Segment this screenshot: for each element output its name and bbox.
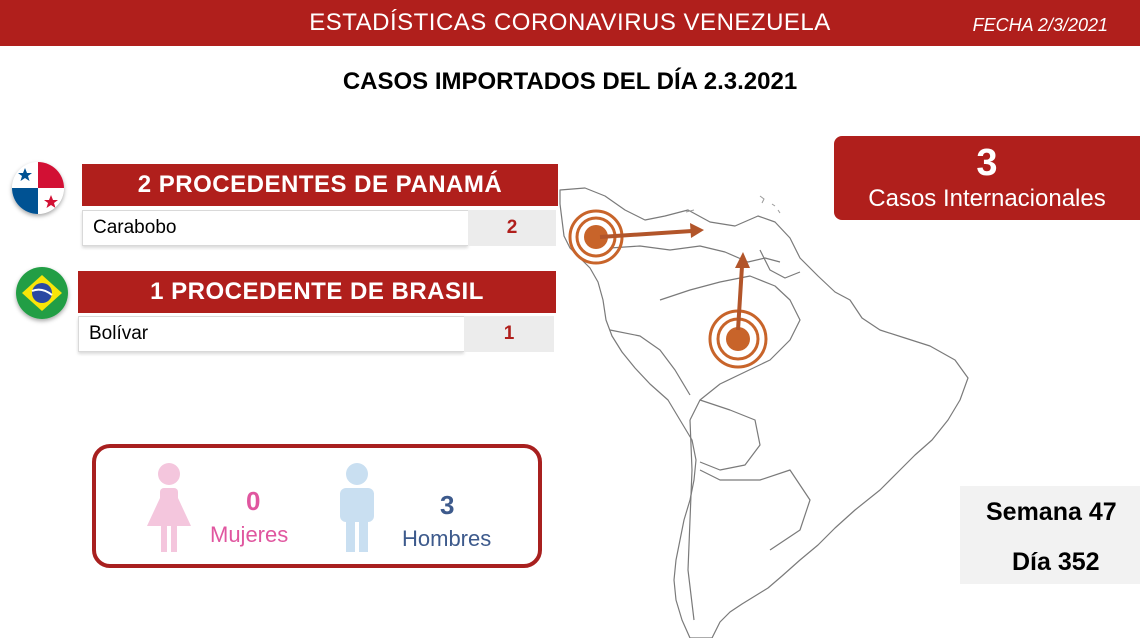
state-count: 2 [468,210,556,246]
bolivia-border [699,399,761,471]
chile-border [687,419,695,621]
gender-breakdown-box: 0 Mujeres 3 Hombres [92,444,542,568]
continent-outline [559,187,969,638]
week-label: Semana 47 [986,498,1117,526]
international-count: 3 [976,142,998,184]
caribbean-island [759,195,765,204]
men-label: Hombres [402,526,492,551]
top-bar: ESTADÍSTICAS CORONAVIRUS VENEZUELA FECHA… [0,0,1140,46]
subtitle: CASOS IMPORTADOS DEL DÍA 2.3.2021 [342,68,798,95]
panama-flag-icon [12,162,64,214]
arrow-brazil-to-venezuela [735,252,750,331]
arrow-panama-to-venezuela [599,223,704,239]
state-name: Bolívar [78,316,464,352]
brazil-flag-icon [16,267,68,319]
male-icon [340,463,374,552]
female-icon [147,463,191,552]
caribbean-island [777,209,781,214]
caribbean-island [685,209,695,213]
page-title: ESTADÍSTICAS CORONAVIRUS VENEZUELA [309,9,831,36]
caribbean-island [771,203,776,207]
brazil-origin-marker [708,309,768,369]
origin-header-brazil: 1 PROCEDENTE DE BRASIL [78,271,556,313]
peru-border [609,329,691,396]
brazil-border [659,275,801,421]
venezuela-border [609,245,781,263]
women-label: Mujeres [210,522,289,547]
origin-header-panama: 2 PROCEDENTES DE PANAMÁ [82,164,558,206]
guyana-border [759,249,801,279]
argentina-border [699,469,811,551]
table-row: Carabobo 2 [82,210,556,246]
international-label: Casos Internacionales [868,185,1106,212]
day-label: Día 352 [1012,548,1100,576]
week-day-box: Semana 47 Día 352 [960,486,1140,584]
men-count: 3 [440,490,455,520]
state-name: Carabobo [82,210,468,246]
state-count: 1 [464,316,554,352]
report-date: FECHA 2/3/2021 [972,15,1108,35]
women-count: 0 [246,486,261,516]
international-cases-box: 3 Casos Internacionales [834,136,1140,220]
table-row: Bolívar 1 [78,316,554,352]
